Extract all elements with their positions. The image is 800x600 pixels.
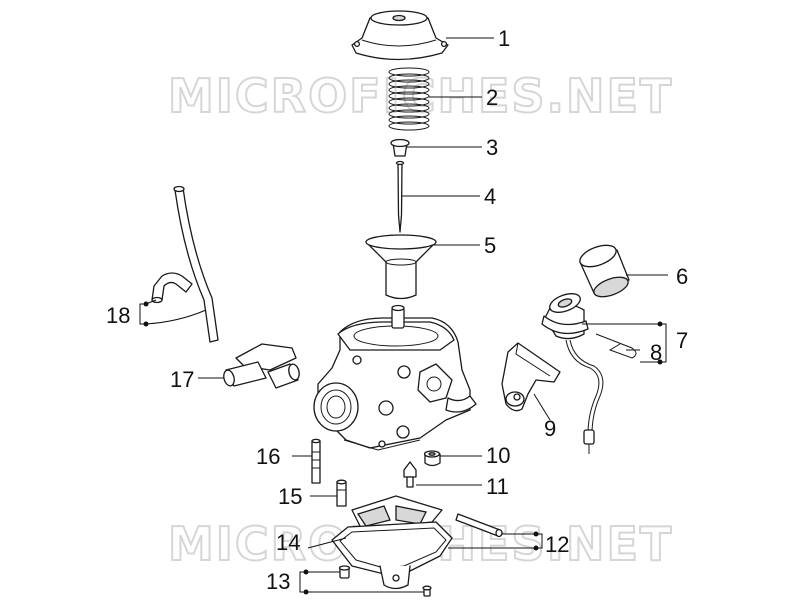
callout-12: 12 [545,532,569,557]
callout-9: 9 [544,416,556,441]
callout-7: 7 [676,328,688,353]
callout-13: 13 [266,569,290,594]
part-17-t-fitting[interactable] [222,343,301,389]
part-7-starter[interactable] [541,290,604,454]
callout-2: 2 [486,85,498,110]
part-18-hose[interactable] [151,185,219,343]
part-12-pin[interactable] [455,513,503,538]
callout-14: 14 [276,530,300,555]
part-2-spring[interactable] [388,67,430,131]
part-16-jet-tube[interactable] [311,438,321,484]
part-1-diaphragm-cover[interactable] [351,10,449,61]
part-13-screws[interactable] [338,565,432,597]
carburetor-body[interactable] [313,304,477,451]
callout-1: 1 [498,26,510,51]
callout-16: 16 [256,444,280,469]
callout-8: 8 [650,340,662,365]
callout-3: 3 [486,135,498,160]
callout-11: 11 [486,474,509,499]
callout-18: 18 [106,303,130,328]
callout-10: 10 [486,443,510,468]
part-6-cap[interactable] [577,241,631,301]
part-9-throttle-housing[interactable] [501,342,561,412]
part-3-needle-retainer[interactable] [390,138,410,157]
callout-6: 6 [676,264,688,289]
callout-15: 15 [278,484,302,509]
callout-17: 17 [170,367,194,392]
part-10-nut[interactable] [423,450,441,467]
leader-lines [139,37,668,595]
part-11-float-needle[interactable] [403,461,417,488]
part-8-clip[interactable] [595,333,637,359]
callout-4: 4 [484,184,496,209]
part-14-float-bowl[interactable] [331,495,453,590]
part-4-jet-needle[interactable] [395,160,405,233]
part-5-piston-slide[interactable] [365,234,437,300]
part-15-pilot-jet[interactable] [336,479,347,507]
callout-5: 5 [484,233,496,258]
watermark-top: MICROFICHES.NET [168,69,673,123]
